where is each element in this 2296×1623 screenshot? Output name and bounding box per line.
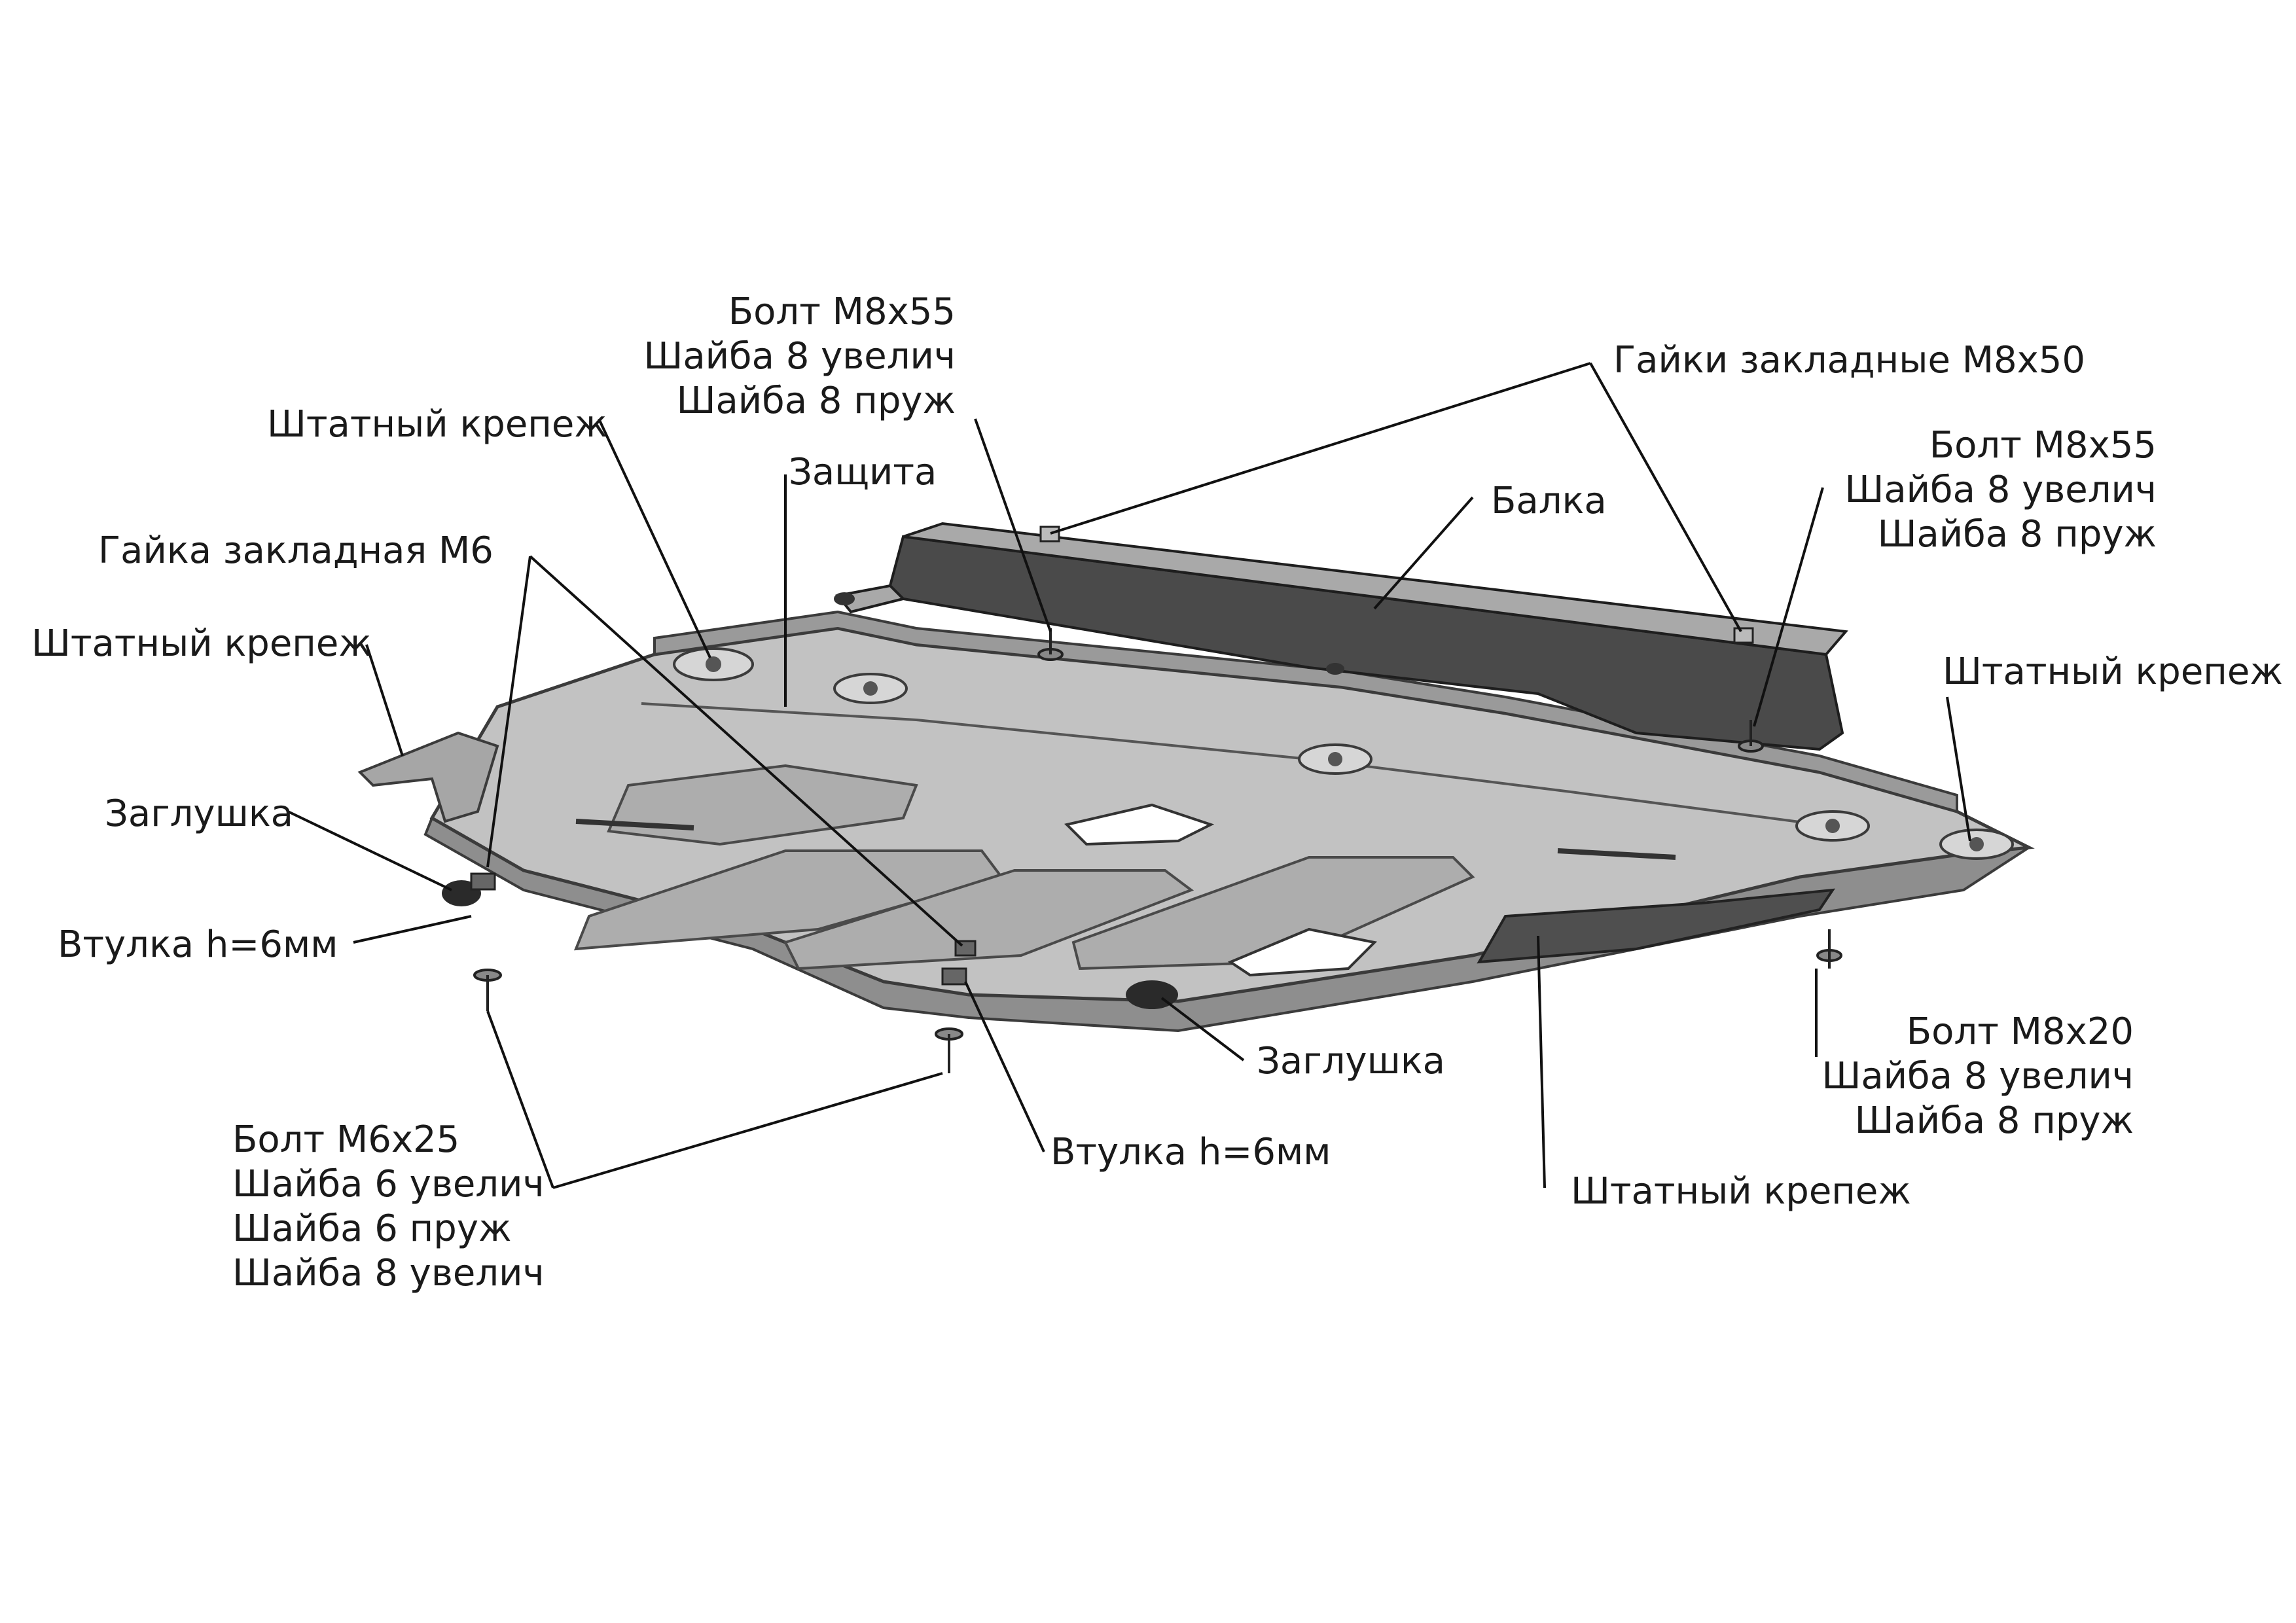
label-nuts-m8x50: Гайки закладные М8х50 bbox=[1613, 339, 2086, 382]
label-line: Шайба 6 пруж bbox=[232, 1207, 512, 1250]
protection-plate bbox=[357, 610, 2035, 1033]
label-bolt-m8x20: Болт М8х20 Шайба 8 увелич Шайба 8 пруж bbox=[1797, 1010, 2134, 1143]
label-shtatny-left: Штатный крепеж bbox=[31, 622, 372, 665]
label-line: Шайба 8 пруж bbox=[1877, 513, 2157, 556]
label-bolt-m8x55-right: Болт М8х55 Шайба 8 увелич Шайба 8 пруж bbox=[1820, 423, 2157, 557]
label-vtulka-bottom: Втулка h=6мм bbox=[1050, 1131, 1331, 1173]
label-line: Болт М8х55 bbox=[728, 291, 956, 333]
label-line: Шайба 8 пруж bbox=[1854, 1099, 2134, 1142]
label-line: Шайба 8 увелич bbox=[643, 335, 956, 378]
label-shtatny-top-left: Штатный крепеж bbox=[267, 403, 607, 446]
label-shtatny-bottom: Штатный крепеж bbox=[1571, 1170, 1911, 1213]
label-zaglushka-bottom: Заглушка bbox=[1257, 1040, 1445, 1082]
label-bolt-m6x25: Болт М6х25 Шайба 6 увелич Шайба 6 пруж Ш… bbox=[232, 1118, 545, 1296]
label-line: Болт М8х20 bbox=[1906, 1010, 2134, 1053]
label-bolt-m8x55-top: Болт М8х55 Шайба 8 увелич Шайба 8 пруж bbox=[625, 290, 956, 423]
label-line: Шайба 8 пруж bbox=[676, 380, 956, 422]
label-line: Болт М6х25 bbox=[232, 1118, 460, 1161]
right-underside-flap bbox=[1477, 888, 1836, 964]
beam-top bbox=[903, 522, 1848, 656]
label-zaglushka-left: Заглушка bbox=[105, 793, 293, 835]
label-line: Шайба 6 увелич bbox=[232, 1163, 545, 1205]
label-balka: Балка bbox=[1491, 480, 1607, 522]
label-line: Болт М8х55 bbox=[1929, 424, 2157, 467]
left-bracket bbox=[357, 731, 499, 823]
label-zaschita: Защита bbox=[789, 451, 937, 493]
label-nut-m6: Гайка закладная М6 bbox=[98, 529, 493, 572]
bolts bbox=[473, 628, 1842, 1073]
label-line: Шайба 8 увелич bbox=[1844, 469, 2157, 511]
label-vtulka-left: Втулка h=6мм bbox=[58, 923, 338, 966]
label-line: Шайба 8 увелич bbox=[1821, 1055, 2134, 1097]
beam bbox=[834, 522, 1848, 751]
label-line: Шайба 8 увелич bbox=[232, 1252, 545, 1294]
label-shtatny-right: Штатный крепеж bbox=[1943, 651, 2283, 693]
leader-lines bbox=[287, 362, 1971, 1189]
